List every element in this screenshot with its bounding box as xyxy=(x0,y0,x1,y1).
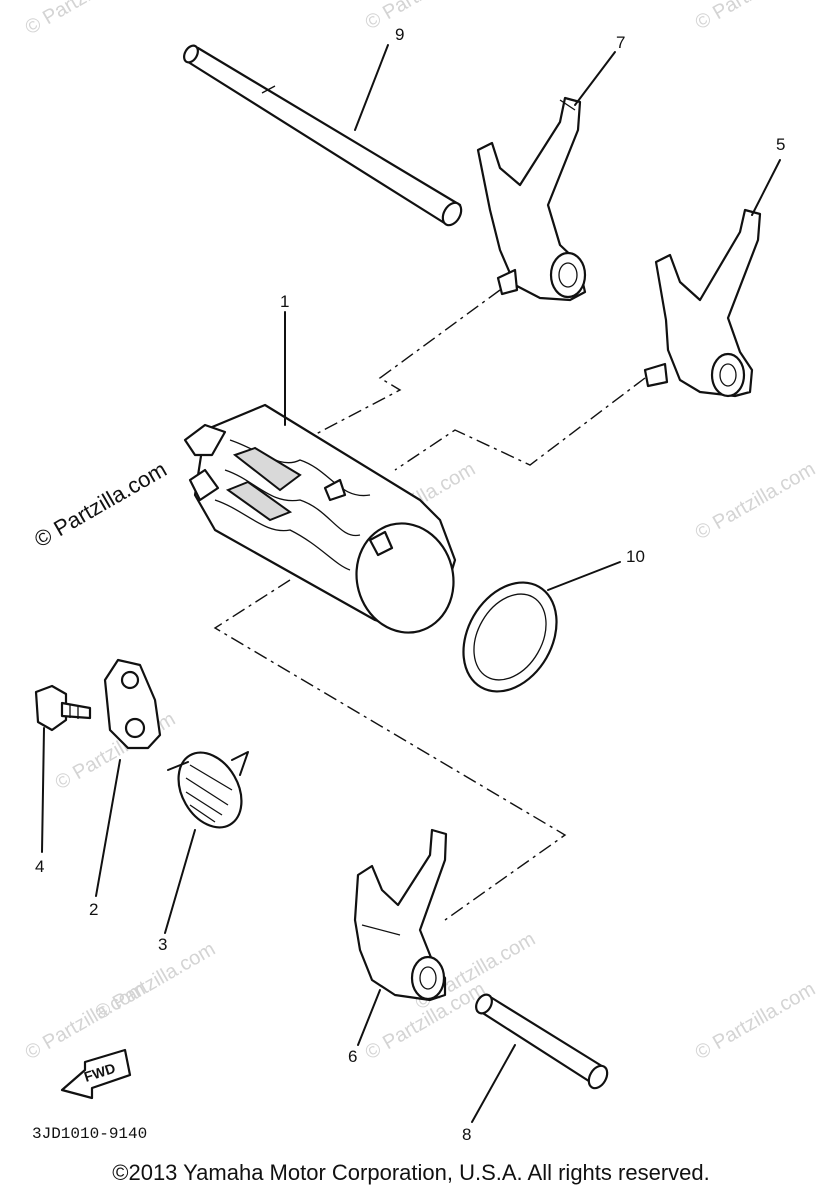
callout-9: 9 xyxy=(395,25,404,44)
watermark: © Partzilla.com xyxy=(692,978,820,1064)
callout-3: 3 xyxy=(158,935,167,954)
callout-6: 6 xyxy=(348,1047,357,1066)
lever-part-2 xyxy=(103,658,162,750)
guide-bar-part-9 xyxy=(183,44,463,227)
diagram-code: 3JD1010-9140 xyxy=(32,1125,147,1143)
watermark: © Partzilla.com xyxy=(692,458,820,544)
callout-1: 1 xyxy=(280,292,289,311)
washer-part-10 xyxy=(462,581,558,693)
exploded-parts-diagram: © Partzilla.com © Partzilla.com © Partzi… xyxy=(22,0,820,1144)
watermark: © Partzilla.com xyxy=(22,0,150,39)
copyright-notice: ©2013 Yamaha Motor Corporation, U.S.A. A… xyxy=(112,1160,710,1185)
callout-numbers: 9 7 5 1 10 4 2 3 6 8 xyxy=(35,25,785,1144)
leader-lines xyxy=(41,44,781,1123)
callout-8: 8 xyxy=(462,1125,471,1144)
forward-arrow-icon: FWD xyxy=(60,1048,132,1100)
watermark: © Partzilla.com xyxy=(92,938,220,1024)
callout-7: 7 xyxy=(616,33,625,52)
shift-fork-part-7 xyxy=(476,96,587,302)
spring-part-3 xyxy=(167,751,249,829)
callout-10: 10 xyxy=(626,547,645,566)
callout-5: 5 xyxy=(776,135,785,154)
pin-part-8 xyxy=(475,993,609,1090)
shift-fork-part-5 xyxy=(643,208,762,398)
main-watermark: © Partzilla.com xyxy=(30,457,171,553)
watermark: © Partzilla.com xyxy=(362,0,490,34)
assembly-guide-lines xyxy=(213,289,646,921)
watermark: © Partzilla.com xyxy=(692,0,820,34)
callout-2: 2 xyxy=(89,900,98,919)
callout-4: 4 xyxy=(35,857,44,876)
shift-drum-part-1 xyxy=(183,403,457,634)
shift-fork-part-6 xyxy=(353,828,448,1002)
bolt-part-4 xyxy=(34,684,92,732)
